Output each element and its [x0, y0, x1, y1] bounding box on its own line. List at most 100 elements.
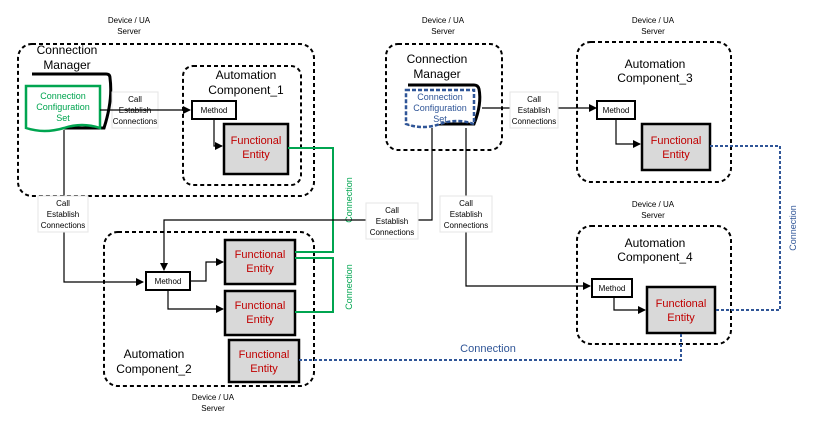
blue-connection-bottom-label: Connection — [460, 343, 516, 355]
call-establish-right-side: Call Establish Connections — [444, 199, 488, 230]
svg-text:Server: Server — [201, 404, 225, 413]
method-4-label: Method — [599, 284, 626, 293]
automation-component-2-title: Automation Component_2 — [116, 347, 192, 376]
arrow-cm-right-to-method4 — [465, 128, 591, 290]
functional-entity-3[interactable] — [640, 122, 712, 172]
call-establish-right-top-box — [509, 91, 559, 129]
svg-text:Connections: Connections — [41, 221, 85, 230]
svg-text:Server: Server — [641, 27, 665, 36]
svg-text:Device / UA: Device / UA — [192, 393, 235, 402]
automation-component-3-title: Automation Component_3 — [617, 57, 693, 85]
svg-text:Server: Server — [641, 211, 665, 220]
device-server-box-4 — [576, 41, 732, 183]
call-establish-right-side-box — [439, 195, 493, 233]
arrow-cm-left-to-method2 — [63, 130, 144, 286]
device-server-label-3: Device / UA Server — [632, 16, 675, 36]
svg-text:Connection: Connection — [417, 92, 463, 102]
svg-text:Entity: Entity — [667, 312, 695, 324]
svg-text:Call: Call — [385, 206, 399, 215]
svg-text:Connections: Connections — [370, 228, 414, 237]
svg-text:Connections: Connections — [512, 117, 556, 126]
green-connection-1-label: Connection — [344, 177, 354, 223]
svg-text:Entity: Entity — [250, 363, 278, 375]
connection-config-set-right[interactable] — [404, 88, 476, 129]
svg-text:Entity: Entity — [246, 314, 274, 326]
svg-text:Functional: Functional — [656, 298, 707, 310]
call-establish-left-side-box — [37, 195, 89, 233]
svg-text:Device / UA: Device / UA — [108, 16, 151, 25]
svg-text:Device / UA: Device / UA — [632, 200, 675, 209]
functional-entity-2a[interactable] — [223, 238, 297, 286]
automation-component-1-box — [182, 65, 302, 186]
functional-entity-1-label: Functional Entity — [231, 135, 282, 161]
green-connection-2-label: Connection — [344, 264, 354, 310]
svg-text:Automation: Automation — [625, 57, 686, 71]
call-establish-right-top: Call Establish Connections — [512, 95, 556, 126]
connection-manager-left-scroll — [30, 72, 113, 130]
svg-text:Server: Server — [117, 27, 141, 36]
method-2-label: Method — [155, 277, 182, 286]
functional-entity-1[interactable] — [222, 122, 290, 176]
svg-text:Functional: Functional — [235, 300, 286, 312]
svg-text:Configuration: Configuration — [413, 103, 467, 113]
arrow-cm-right-to-method2 — [160, 128, 433, 271]
method-1-label: Method — [201, 106, 228, 115]
blue-connection-right — [710, 145, 781, 311]
arrow-method2-to-entity2a — [190, 258, 224, 282]
functional-entity-2a-label: Functional Entity — [235, 249, 286, 275]
svg-text:Component_3: Component_3 — [617, 71, 693, 85]
svg-text:Entity: Entity — [662, 149, 690, 161]
arrow-method4-to-entity4 — [613, 297, 646, 314]
connection-manager-left: Connection Manager — [37, 43, 98, 72]
svg-text:Establish: Establish — [450, 210, 482, 219]
call-establish-left-side: Call Establish Connections — [41, 199, 85, 230]
functional-entity-4-label: Functional Entity — [656, 298, 707, 324]
svg-text:Set: Set — [433, 114, 447, 124]
svg-text:Configuration: Configuration — [36, 102, 90, 112]
svg-text:Functional: Functional — [235, 249, 286, 261]
arrow-method3-to-entity3 — [615, 119, 641, 148]
svg-text:Automation: Automation — [216, 68, 277, 82]
arrow-method2-to-entity2b — [167, 290, 224, 313]
functional-entity-2c-label: Functional Entity — [239, 349, 290, 375]
connection-config-set-right-label: Connection Configuration Set — [413, 92, 467, 124]
call-establish-middle-box — [365, 202, 419, 240]
svg-text:Call: Call — [527, 95, 541, 104]
svg-text:Component_1: Component_1 — [208, 83, 284, 97]
blue-connection-right-label: Connection — [788, 205, 798, 251]
svg-text:Functional: Functional — [239, 349, 290, 361]
functional-entity-2b[interactable] — [223, 289, 297, 337]
blue-connection-bottom — [299, 333, 682, 361]
functional-entity-4[interactable] — [645, 285, 717, 335]
device-server-box-1 — [17, 43, 315, 197]
svg-text:Component_2: Component_2 — [116, 362, 192, 376]
svg-text:Connection: Connection — [37, 43, 98, 57]
svg-text:Connections: Connections — [113, 117, 157, 126]
connection-manager-right: Connection Manager — [407, 52, 468, 81]
connection-config-set-left-label: Connection Configuration Set — [36, 91, 90, 123]
automation-component-1-title: Automation Component_1 — [208, 68, 284, 97]
svg-text:Device / UA: Device / UA — [632, 16, 675, 25]
call-establish-middle: Call Establish Connections — [370, 206, 414, 237]
method-4-box[interactable] — [591, 278, 633, 298]
arrow-method1-to-entity1 — [213, 119, 223, 150]
green-connection-1 — [288, 147, 334, 253]
functional-entity-2c[interactable] — [227, 338, 301, 384]
device-server-box-5 — [576, 225, 732, 345]
svg-text:Establish: Establish — [376, 217, 408, 226]
functional-entity-2b-label: Functional Entity — [235, 300, 286, 326]
connection-manager-right-scroll — [408, 83, 482, 126]
svg-text:Set: Set — [56, 113, 70, 123]
device-server-box-2 — [103, 231, 315, 387]
svg-text:Automation: Automation — [625, 236, 686, 250]
device-server-box-3 — [385, 43, 503, 151]
connection-config-set-left[interactable] — [24, 84, 102, 133]
svg-text:Connection: Connection — [40, 91, 86, 101]
svg-text:Entity: Entity — [246, 263, 274, 275]
automation-component-4-title: Automation Component_4 — [617, 236, 693, 264]
svg-text:Device / UA: Device / UA — [422, 16, 465, 25]
svg-text:Establish: Establish — [518, 106, 550, 115]
svg-text:Functional: Functional — [651, 135, 702, 147]
device-server-label-2: Device / UA Server — [422, 16, 465, 36]
